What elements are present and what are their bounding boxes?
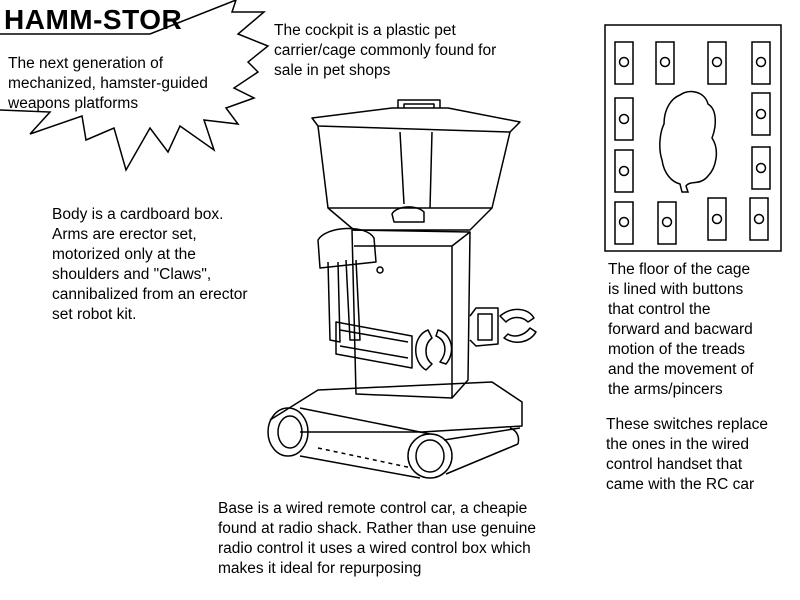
page-title: HAMM-STOR xyxy=(4,4,183,35)
switches-note: These switches replace the ones in the w… xyxy=(606,416,768,493)
right-arm xyxy=(469,307,537,347)
torso-box xyxy=(351,229,471,399)
treads xyxy=(267,407,521,479)
base-note: Base is a wired remote control car, a ch… xyxy=(218,500,536,577)
hamster-outline xyxy=(659,90,718,193)
body-note: Body is a cardboard box. Arms are erecto… xyxy=(52,206,248,323)
cockpit-note: The cockpit is a plastic pet carrier/cag… xyxy=(274,22,497,79)
tagline-text: The next generation of mechanized, hamst… xyxy=(8,55,208,112)
robot-drawing xyxy=(267,99,537,479)
starburst-outline xyxy=(0,0,270,172)
cage-lid xyxy=(311,107,521,133)
floor-buttons xyxy=(614,41,771,245)
hamster-in-cage xyxy=(391,206,425,223)
cage-body xyxy=(317,125,511,231)
left-arm xyxy=(317,227,453,371)
floor-note: The floor of the cage is lined with butt… xyxy=(608,261,754,398)
cage-floor-diagram xyxy=(604,24,782,252)
cage-handle xyxy=(397,99,441,108)
